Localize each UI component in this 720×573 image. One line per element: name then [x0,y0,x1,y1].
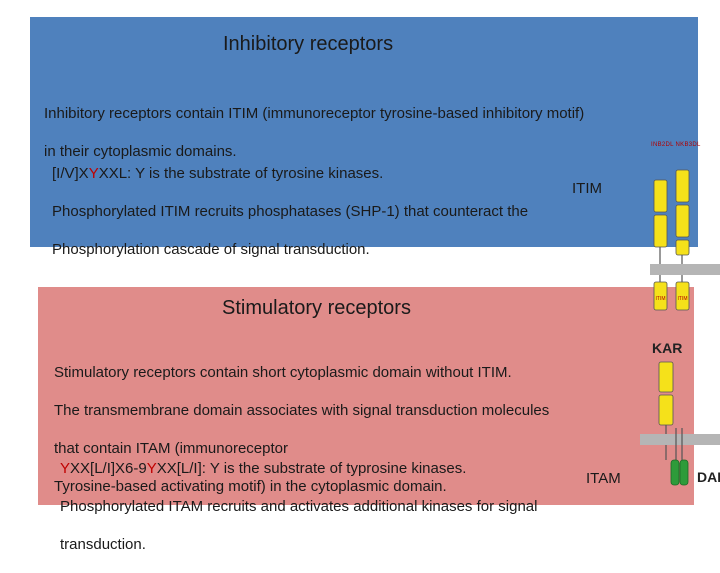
itim-marker: ITIM [656,296,666,302]
dap-label: DAP [697,469,720,485]
stimulatory-title: Stimulatory receptors [222,297,411,319]
itam-motif-mid: XX[L/I]X6-9 [70,460,147,477]
stimulatory-detail: YXX[L/I]X6-9YXX[L/I]: Y is the substrate… [60,440,537,573]
itim-motif-suffix: XXL: Y is the substrate of tyrosine kina… [98,165,384,182]
kir-ig-domain [675,169,690,203]
itam-motif-suffix: XX[L/I]: Y is the substrate of typrosine… [156,460,467,477]
itam-motif-tyrosine-2: Y [146,460,157,477]
inhibitory-detail-line-2: Phosphorylated ITIM recruits phosphatase… [52,203,529,220]
inhibitory-intro-line-1: Inhibitory receptors contain ITIM (immun… [44,105,585,122]
stimulatory-intro-line-4: Tyrosine-based activating motif) in the … [54,478,447,495]
kir-receptor-label: INB2DL NKB3DL [651,142,701,148]
inhibitory-detail: [I/V]XYXXL: Y is the substrate of tyrosi… [52,145,528,278]
kir-receptor [653,169,690,265]
itam-motif-line: YXX[L/I]X6-9YXX[L/I]: Y is the substrate… [60,459,537,478]
inhibitory-title: Inhibitory receptors [223,33,394,55]
stimulatory-intro-line-3: that contain ITAM (immunoreceptor [54,440,288,457]
stimulatory-detail-line-3: transduction. [60,536,146,553]
kir-ig-domain [675,239,690,256]
itim-segments: ITIM ITIM [653,275,690,311]
kar-ig-domain [658,361,674,393]
kar-label: KAR [652,340,683,356]
kir-ig-domain [675,204,690,238]
membrane-upper [650,264,720,275]
stimulatory-detail-line-2: Phosphorylated ITAM recruits and activat… [60,498,538,515]
itim-marker: ITIM [678,296,688,302]
kar-receptor [658,361,674,460]
inhibitory-panel: Inhibitory receptors Inhibitory receptor… [30,17,698,258]
stimulatory-intro: Stimulatory receptors contain short cyto… [54,344,549,515]
stimulatory-panel: Stimulatory receptors Stimulatory recept… [38,287,694,553]
itim-motif-line: [I/V]XYXXL: Y is the substrate of tyrosi… [52,164,528,183]
itam-domain [679,459,689,486]
kir-ig-domain [653,179,668,213]
itim-motif-prefix: [I/V]X [52,165,89,182]
inhibitory-intro: Inhibitory receptors contain ITIM (immun… [44,85,584,180]
stimulatory-intro-line-1: Stimulatory receptors contain short cyto… [54,364,512,381]
itim-domain [653,281,668,311]
receptor-diagram: ITIM ITIM [640,169,720,486]
itim-domain [675,281,690,311]
itam-motif-tyrosine-1: Y [60,460,71,477]
itam-domain [670,459,680,486]
itim-motif-tyrosine: Y [88,165,99,182]
stimulatory-intro-line-2: The transmembrane domain associates with… [54,402,550,419]
inhibitory-intro-line-2: in their cytoplasmic domains. [44,143,237,160]
dap-adaptor [670,428,689,486]
membrane-lower [640,434,720,445]
itim-label: ITIM [572,180,602,197]
kar-ig-domain [658,394,674,426]
inhibitory-detail-line-3: Phosphorylation cascade of signal transd… [52,241,370,258]
kir-ig-domain [653,214,668,248]
itam-label: ITAM [586,470,621,487]
